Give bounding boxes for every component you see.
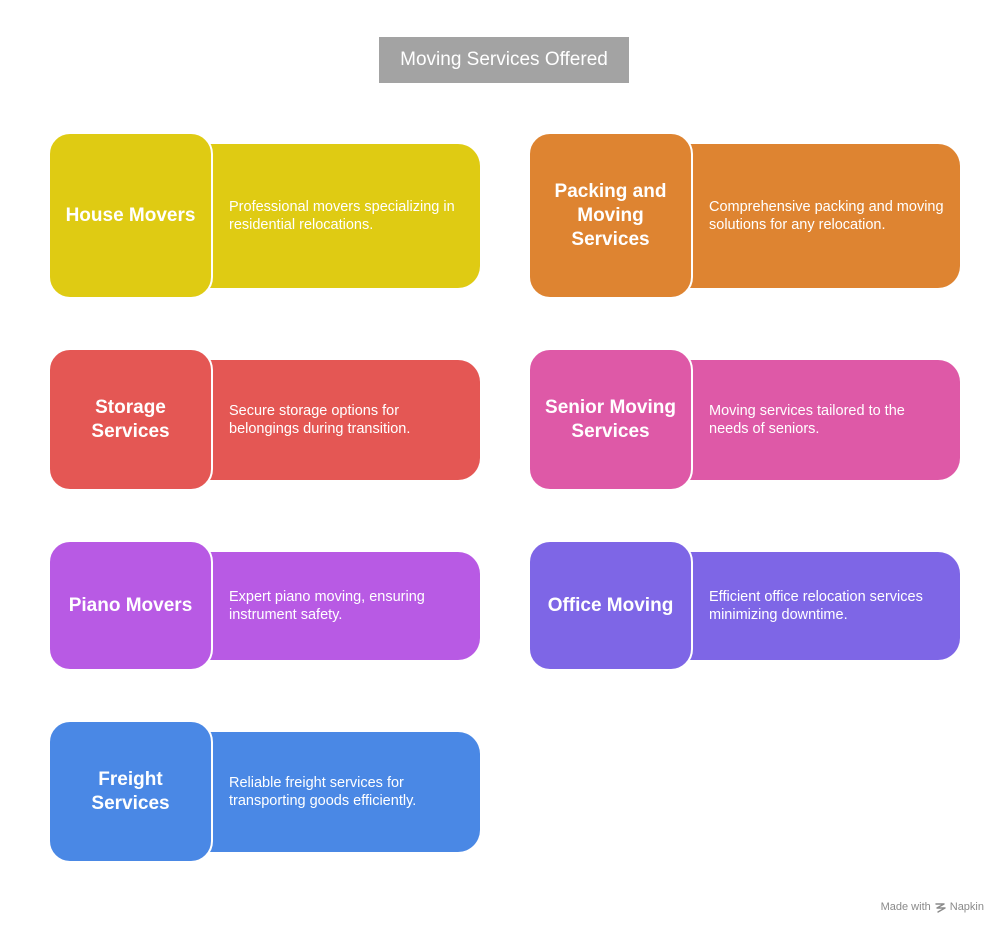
service-description-box: Moving services tailored to the needs of…: [688, 360, 960, 480]
service-description: Reliable freight services for transporti…: [229, 775, 417, 809]
service-label: Office Moving: [528, 540, 693, 671]
service-label: Senior Moving Services: [528, 348, 693, 491]
service-description-box: Reliable freight services for transporti…: [208, 732, 480, 852]
service-description-box: Comprehensive packing and moving solutio…: [688, 144, 960, 288]
service-description-box: Expert piano moving, ensuring instrument…: [208, 552, 480, 660]
service-label: Freight Services: [48, 720, 213, 863]
service-card-piano-movers: Expert piano moving, ensuring instrument…: [48, 540, 480, 671]
watermark-brand: Napkin: [949, 901, 984, 913]
service-description-box: Secure storage options for belongings du…: [208, 360, 480, 480]
service-description: Professional movers specializing in resi…: [229, 199, 455, 233]
watermark: Made with Napkin: [881, 901, 984, 913]
service-description: Moving services tailored to the needs of…: [709, 403, 905, 437]
service-card-house-movers: Professional movers specializing in resi…: [48, 132, 480, 299]
service-description: Expert piano moving, ensuring instrument…: [229, 589, 425, 623]
service-label: House Movers: [48, 132, 213, 299]
service-label: Storage Services: [48, 348, 213, 491]
service-label: Piano Movers: [48, 540, 213, 671]
service-card-packing-and-moving: Comprehensive packing and moving solutio…: [528, 132, 960, 299]
service-card-storage: Secure storage options for belongings du…: [48, 348, 480, 491]
diagram-title: Moving Services Offered: [379, 37, 629, 83]
service-label: Packing and Moving Services: [528, 132, 693, 299]
napkin-logo-icon: [935, 902, 946, 913]
service-description: Efficient office relocation services min…: [709, 589, 923, 623]
watermark-prefix: Made with: [880, 901, 931, 913]
service-description-box: Efficient office relocation services min…: [688, 552, 960, 660]
service-description-box: Professional movers specializing in resi…: [208, 144, 480, 288]
service-description: Secure storage options for belongings du…: [229, 403, 411, 437]
service-card-office-moving: Efficient office relocation services min…: [528, 540, 960, 671]
service-description: Comprehensive packing and moving solutio…: [709, 199, 944, 233]
service-card-senior-moving: Moving services tailored to the needs of…: [528, 348, 960, 491]
service-card-freight: Reliable freight services for transporti…: [48, 720, 480, 863]
